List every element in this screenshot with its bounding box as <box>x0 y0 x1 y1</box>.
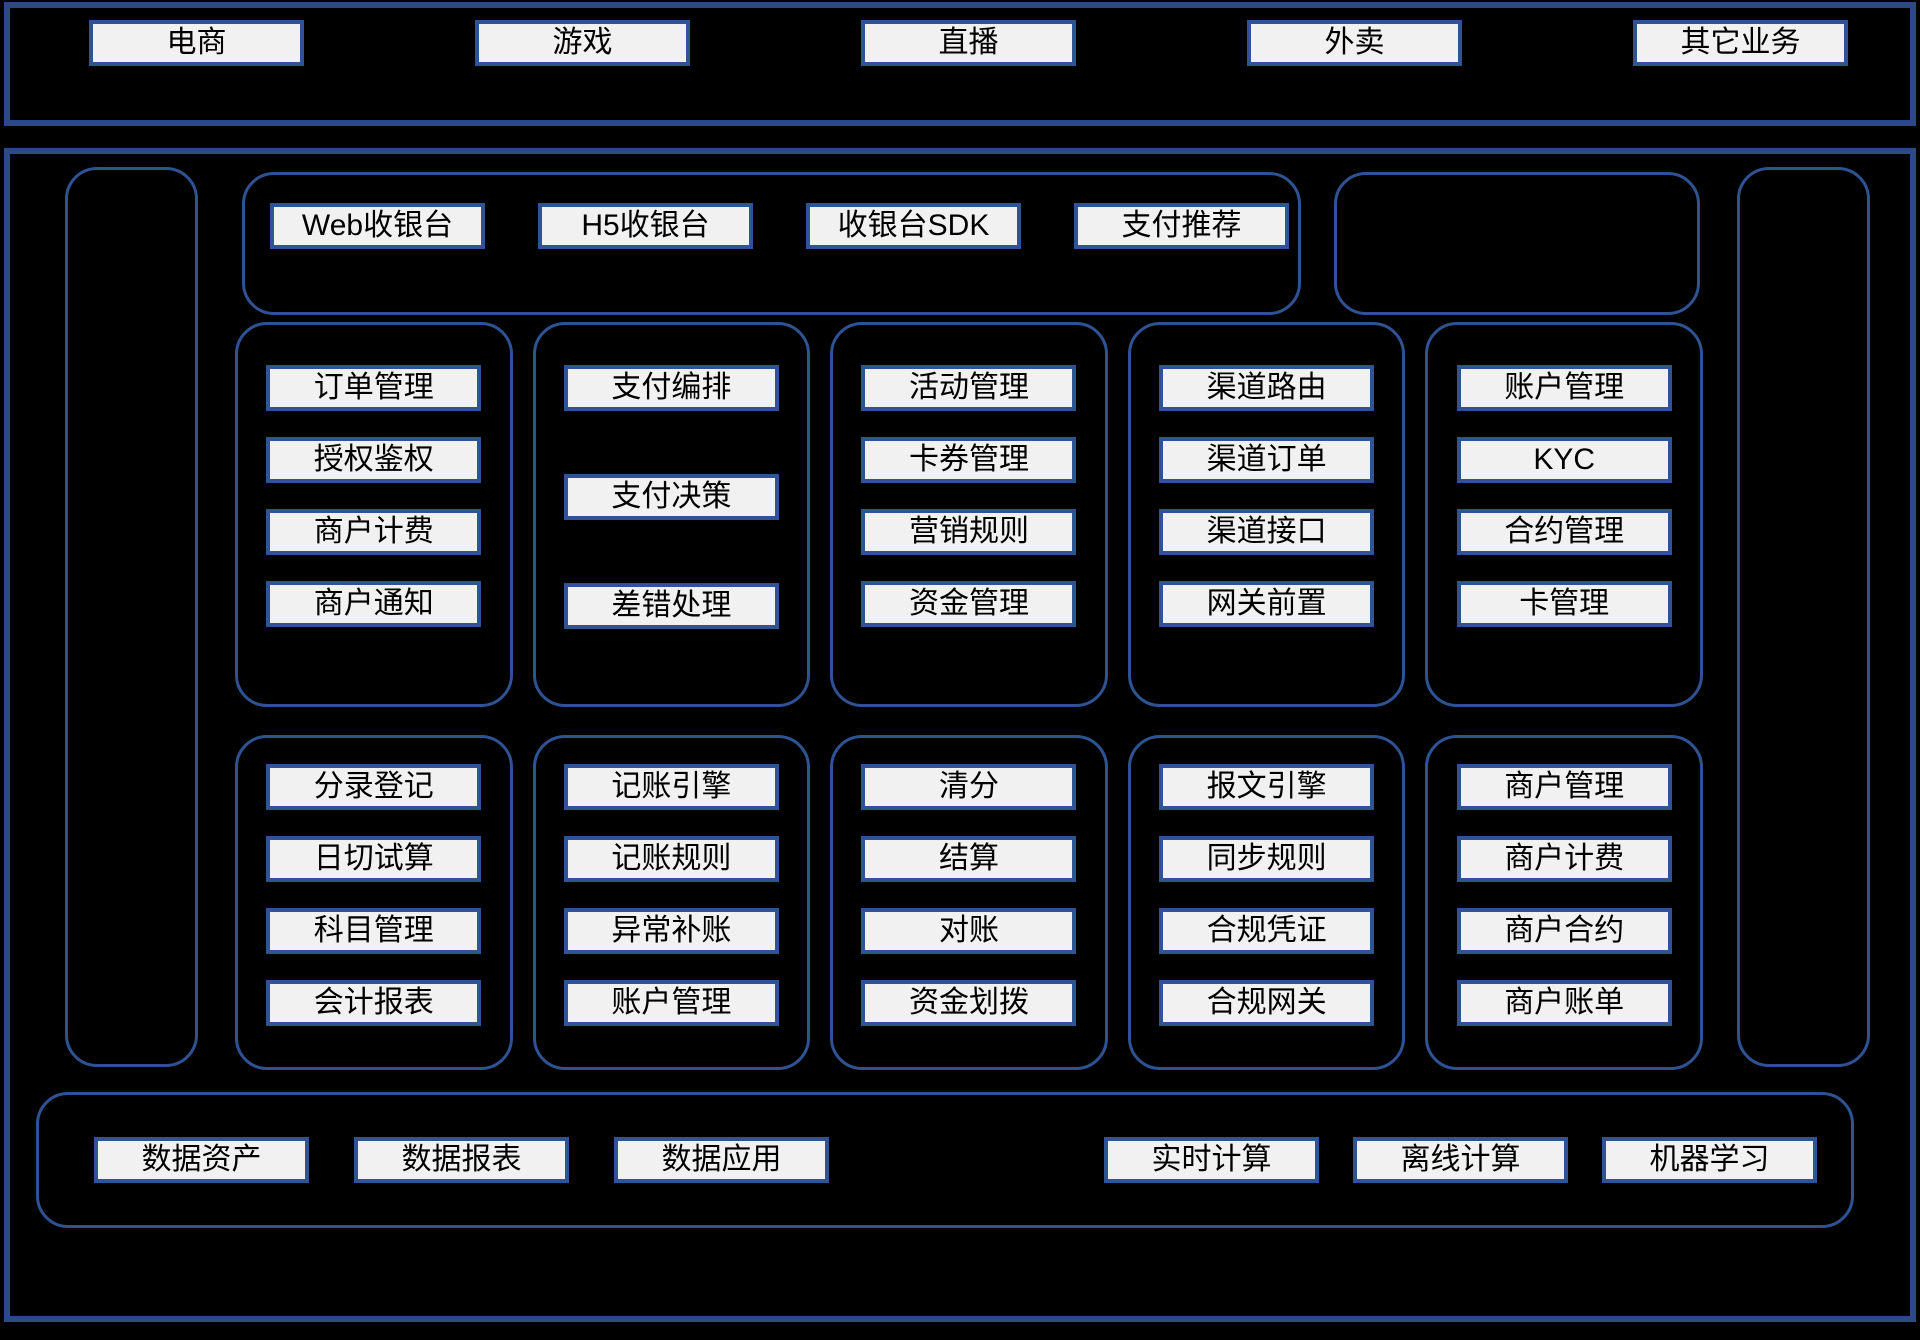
module-box: 记账引擎 <box>563 764 779 810</box>
cashier-box: H5收银台 <box>538 203 753 249</box>
industry-box: 游戏 <box>475 20 690 66</box>
module-box: 资金划拨 <box>861 980 1077 1026</box>
module-box: 渠道接口 <box>1159 509 1375 555</box>
data-platform-band: 数据资产数据报表数据应用 实时计算离线计算机器学习 <box>36 1092 1854 1228</box>
module-box: 渠道订单 <box>1159 437 1375 483</box>
module-box: 支付决策 <box>563 474 779 520</box>
industry-box: 外卖 <box>1247 20 1462 66</box>
module-box: 对账 <box>861 908 1077 954</box>
module-box: 卡券管理 <box>861 437 1077 483</box>
industry-box: 直播 <box>861 20 1076 66</box>
module-box: 资金管理 <box>861 581 1077 627</box>
cashier-box: Web收银台 <box>270 203 485 249</box>
module-box: 商户计费 <box>266 509 482 555</box>
data-module-box: 数据应用 <box>614 1137 829 1183</box>
industry-box: 电商 <box>89 20 304 66</box>
module-box: 合规凭证 <box>1159 908 1375 954</box>
module-box: KYC <box>1456 437 1672 483</box>
module-box: 营销规则 <box>861 509 1077 555</box>
industry-band: 电商 游戏 直播 外卖 其它业务 <box>4 2 1916 126</box>
module-box: 合规网关 <box>1159 980 1375 1026</box>
module-box: 订单管理 <box>266 365 482 411</box>
cashier-box: 收银台SDK <box>806 203 1021 249</box>
module-group: 支付编排支付决策差错处理 <box>532 322 811 707</box>
payment-core-row: 订单管理授权鉴权商户计费商户通知支付编排支付决策差错处理活动管理卡券管理营销规则… <box>235 322 1703 707</box>
module-box: 账户管理 <box>563 980 779 1026</box>
module-box: 支付编排 <box>563 365 779 411</box>
module-box: 记账规则 <box>563 836 779 882</box>
module-group: 分录登记日切试算科目管理会计报表 <box>235 735 513 1070</box>
cashier-box: 支付推荐 <box>1074 203 1289 249</box>
module-box: 分录登记 <box>266 764 482 810</box>
data-module-box: 数据报表 <box>354 1137 569 1183</box>
module-box: 合约管理 <box>1456 509 1672 555</box>
module-group: 订单管理授权鉴权商户计费商户通知 <box>235 322 513 707</box>
data-module-box: 数据资产 <box>94 1137 309 1183</box>
module-box: 账户管理 <box>1456 365 1672 411</box>
data-module-box: 实时计算 <box>1104 1137 1319 1183</box>
module-box: 卡管理 <box>1456 581 1672 627</box>
module-box: 会计报表 <box>266 980 482 1026</box>
left-side-panel <box>65 167 198 1067</box>
module-box: 商户通知 <box>266 581 482 627</box>
module-box: 科目管理 <box>266 908 482 954</box>
module-box: 活动管理 <box>861 365 1077 411</box>
module-group: 清分结算对账资金划拨 <box>830 735 1108 1070</box>
accounting-row: 分录登记日切试算科目管理会计报表记账引擎记账规则异常补账账户管理清分结算对账资金… <box>235 735 1703 1070</box>
module-box: 差错处理 <box>563 583 779 629</box>
module-group: 渠道路由渠道订单渠道接口网关前置 <box>1127 322 1406 707</box>
module-box: 商户管理 <box>1456 764 1672 810</box>
module-group: 记账引擎记账规则异常补账账户管理 <box>532 735 811 1070</box>
module-group: 活动管理卡券管理营销规则资金管理 <box>830 322 1108 707</box>
module-box: 商户计费 <box>1456 836 1672 882</box>
right-side-panel <box>1737 167 1870 1067</box>
module-box: 清分 <box>861 764 1077 810</box>
reserved-panel <box>1334 172 1700 315</box>
module-box: 报文引擎 <box>1159 764 1375 810</box>
module-box: 渠道路由 <box>1159 365 1375 411</box>
module-box: 结算 <box>861 836 1077 882</box>
module-box: 同步规则 <box>1159 836 1375 882</box>
module-group: 商户管理商户计费商户合约商户账单 <box>1425 735 1703 1070</box>
data-module-box: 机器学习 <box>1602 1137 1817 1183</box>
module-box: 异常补账 <box>563 908 779 954</box>
module-box: 授权鉴权 <box>266 437 482 483</box>
data-module-box: 离线计算 <box>1353 1137 1568 1183</box>
module-box: 网关前置 <box>1159 581 1375 627</box>
cashier-band: Web收银台 H5收银台 收银台SDK 支付推荐 <box>242 172 1301 315</box>
module-group: 报文引擎同步规则合规凭证合规网关 <box>1127 735 1406 1070</box>
module-box: 日切试算 <box>266 836 482 882</box>
module-box: 商户合约 <box>1456 908 1672 954</box>
module-group: 账户管理 KYC 合约管理卡管理 <box>1425 322 1703 707</box>
module-box: 商户账单 <box>1456 980 1672 1026</box>
industry-box: 其它业务 <box>1633 20 1848 66</box>
